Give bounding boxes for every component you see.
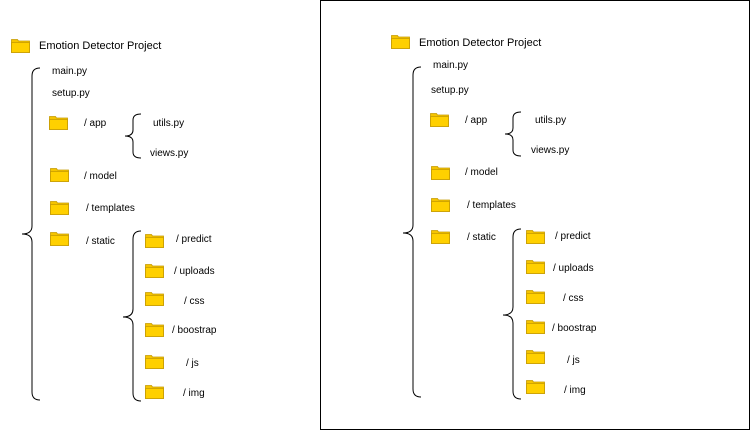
folder-icon [145,233,164,248]
folder-boostrap-label: / boostrap [172,325,217,336]
folder-icon [11,38,30,53]
folder-predict-label: / predict [176,234,212,245]
folder-img-label: / img [183,388,205,399]
folder-icon [145,354,164,369]
left-diagram: Emotion Detector Project main.py setup.p… [0,0,319,431]
folder-model-label: / model [465,167,498,178]
folder-icon [526,289,545,304]
folder-js-label: / js [567,355,580,366]
folder-icon [391,34,410,49]
file-views-py: views.py [150,148,189,159]
folder-icon [145,322,164,337]
file-setup-py: setup.py [431,85,469,96]
root-bracket [21,67,41,401]
folder-app-label: / app [465,115,488,126]
folder-icon [431,165,450,180]
folder-icon [526,379,545,394]
folder-img-label: / img [564,385,586,396]
folder-static-label: / static [467,232,496,243]
folder-icon [50,167,69,182]
folder-icon [526,259,545,274]
folder-icon [431,229,450,244]
static-bracket [502,228,522,400]
app-bracket [504,111,522,157]
folder-icon [430,112,449,127]
folder-templates-label: / templates [86,203,135,214]
file-utils-py: utils.py [535,115,567,126]
folder-uploads-label: / uploads [174,266,215,277]
project-title: Emotion Detector Project [39,40,162,52]
file-main-py: main.py [52,66,88,77]
folder-js-label: / js [186,358,199,369]
folder-icon [49,115,68,130]
folder-icon [50,231,69,246]
folder-icon [526,319,545,334]
file-views-py: views.py [531,145,570,156]
file-utils-py: utils.py [153,118,185,129]
folder-icon [431,197,450,212]
project-title: Emotion Detector Project [419,37,542,49]
folder-icon [50,200,69,215]
file-setup-py: setup.py [52,88,90,99]
folder-static-label: / static [86,236,115,247]
folder-boostrap-label: / boostrap [552,323,597,334]
file-main-py: main.py [433,60,469,71]
static-bracket [122,230,142,402]
folder-app-label: / app [84,118,107,129]
folder-icon [145,291,164,306]
folder-css-label: / css [184,296,205,307]
folder-icon [526,349,545,364]
right-diagram: Emotion Detector Project main.py setup.p… [320,0,750,430]
folder-predict-label: / predict [555,231,591,242]
folder-icon [145,384,164,399]
folder-templates-label: / templates [467,200,516,211]
folder-icon [526,229,545,244]
app-bracket [124,113,142,159]
folder-uploads-label: / uploads [553,263,594,274]
folder-icon [145,263,164,278]
folder-model-label: / model [84,171,117,182]
folder-css-label: / css [563,293,584,304]
root-bracket [402,66,422,398]
